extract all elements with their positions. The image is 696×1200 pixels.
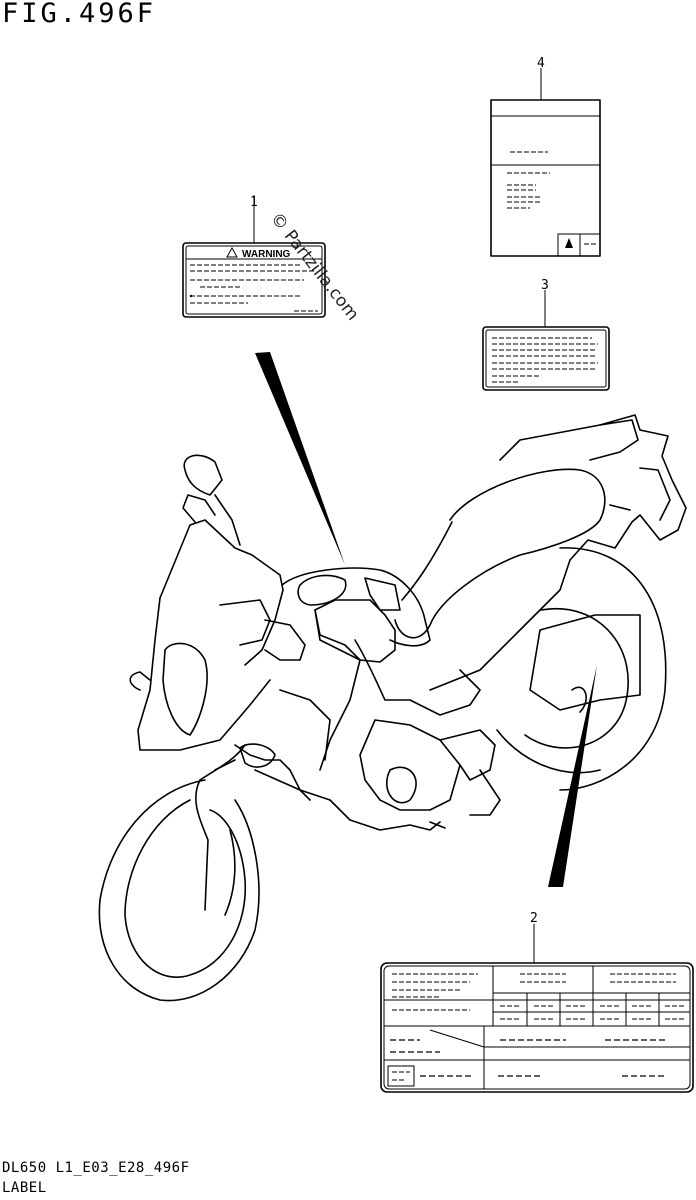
callout-4: 4 xyxy=(537,56,545,71)
diagram-code: DL650 L1_E03_E28_496F xyxy=(2,1160,190,1176)
tire-info-label-part-2 xyxy=(380,962,694,1093)
warning-triangle-icon xyxy=(226,246,238,258)
brand-logo-icon xyxy=(565,238,573,248)
spec-label-part-3 xyxy=(482,326,610,391)
motorcycle-outline xyxy=(98,414,687,1002)
callout-2: 2 xyxy=(530,911,538,926)
leader-arrow-part-1 xyxy=(255,352,345,565)
callout-3: 3 xyxy=(541,278,549,293)
warning-label-heading: WARNING xyxy=(242,249,291,260)
info-label-part-4 xyxy=(490,99,601,257)
leader-arrow-part-2 xyxy=(548,665,597,887)
diagram-caption: LABEL xyxy=(2,1180,47,1196)
callout-1: 1 xyxy=(250,195,258,210)
warning-label-part-1: WARNING xyxy=(182,242,326,318)
watermark: © Partzilla.com xyxy=(266,209,363,325)
figure-title: FIG.496F xyxy=(2,0,157,29)
